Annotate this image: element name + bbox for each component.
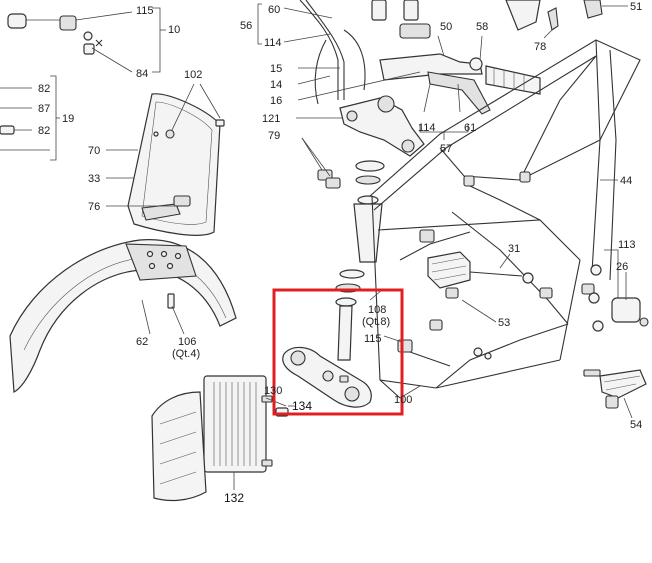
fastener-group-top-left	[7, 7, 166, 73]
label-130: 130	[264, 385, 282, 397]
label-61: 61	[464, 122, 476, 134]
label-106: 106	[178, 336, 196, 348]
fastener-group-left	[0, 75, 60, 161]
label-54: 54	[630, 419, 642, 431]
label-132: 132	[224, 491, 244, 505]
label-102: 102	[184, 69, 202, 81]
label-16: 16	[270, 95, 282, 107]
label-44: 44	[620, 175, 632, 187]
label-57: 57	[440, 143, 452, 155]
label-14: 14	[270, 79, 282, 91]
label-10: 10	[168, 24, 180, 36]
label-113: 113	[618, 239, 636, 251]
label-115-mid: 115	[364, 333, 382, 345]
footpeg-left	[397, 251, 534, 367]
label-19: 19	[62, 113, 74, 125]
front-fender	[9, 239, 237, 393]
label-134: 134	[292, 399, 312, 413]
label-79: 79	[268, 130, 280, 142]
label-82-b: 82	[38, 125, 50, 137]
label-108-qty: (Qt.8)	[362, 316, 390, 328]
label-108: 108	[368, 304, 386, 316]
radiator	[151, 375, 289, 502]
handlebar-assembly	[257, 0, 628, 140]
label-31: 31	[508, 243, 520, 255]
label-56: 56	[240, 20, 252, 32]
lower-triple-clamp	[282, 346, 372, 408]
number-plate	[106, 83, 225, 236]
label-70: 70	[88, 145, 100, 157]
label-33: 33	[88, 173, 100, 185]
label-114-a: 114	[264, 37, 282, 49]
label-121: 121	[262, 113, 280, 125]
label-78: 78	[534, 41, 546, 53]
label-115-top: 115	[136, 5, 154, 17]
label-106-qty: (Qt.4)	[172, 348, 200, 360]
label-100: 100	[394, 394, 412, 406]
label-15: 15	[270, 63, 282, 75]
label-26: 26	[616, 261, 628, 273]
main-frame	[369, 39, 641, 399]
label-51: 51	[630, 1, 642, 13]
label-62: 62	[136, 336, 148, 348]
label-84: 84	[136, 68, 148, 80]
label-114-b: 114	[418, 122, 436, 134]
highlight-leaders	[265, 289, 421, 407]
right-side-parts	[583, 249, 649, 419]
label-53: 53	[498, 317, 510, 329]
label-58: 58	[476, 21, 488, 33]
label-60: 60	[268, 4, 280, 16]
upper-triple-clamp	[296, 95, 425, 189]
part-number-labels: 115 10 84 82 87 82 19 102 70 33 76 62 10…	[38, 1, 642, 505]
label-87: 87	[38, 103, 50, 115]
label-82-a: 82	[38, 83, 50, 95]
steering-stem	[335, 160, 385, 361]
label-50: 50	[440, 21, 452, 33]
label-76: 76	[88, 201, 100, 213]
highlight-box	[272, 288, 404, 416]
